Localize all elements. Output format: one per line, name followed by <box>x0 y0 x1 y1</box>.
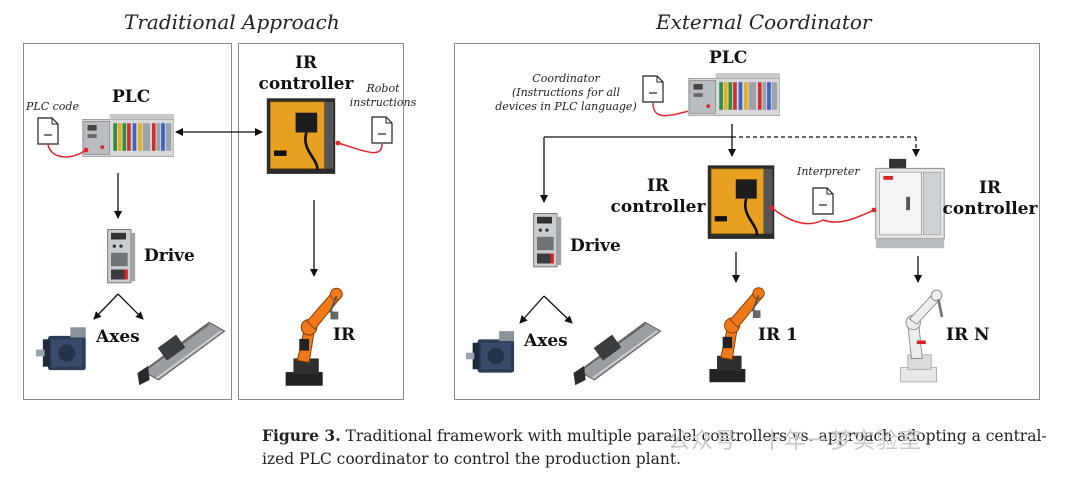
title-traditional: Traditional Approach <box>124 10 340 34</box>
label-ir-controller-right-2-l2: controller <box>942 199 1038 219</box>
label-ir-controller-right-1-l2: controller <box>610 197 706 217</box>
interpreter-doc-icon <box>812 187 834 215</box>
label-coordinator: Coordinator (Instructions for all device… <box>494 72 638 114</box>
frame-left-plc <box>23 43 232 400</box>
ir-controller-cabinet-right <box>706 163 776 241</box>
linear-axis-right <box>572 321 662 387</box>
frame-left-ir <box>238 43 404 400</box>
plc-device-left <box>82 113 174 157</box>
label-plc-code: PLC code <box>26 100 79 113</box>
figure-caption-line1: Figure 3. Traditional framework with mul… <box>262 424 1062 448</box>
label-drive-right: Drive <box>570 236 621 256</box>
coordinator-doc-icon <box>642 75 664 103</box>
figure-caption-label: Figure 3. <box>262 426 341 445</box>
plc-code-doc-icon <box>37 117 59 145</box>
label-coordinator-l2: (Instructions for all <box>511 86 621 99</box>
label-robot-instructions-l1: Robot <box>366 82 400 95</box>
drive-device-right <box>533 213 562 268</box>
label-interpreter: Interpreter <box>797 165 860 178</box>
linear-axis-left <box>136 321 226 387</box>
ir-controller-cabinet-left <box>265 96 337 176</box>
drive-device-left <box>107 229 136 284</box>
label-plc-right: PLC <box>709 48 748 68</box>
frame-right <box>454 43 1040 400</box>
title-external: External Coordinator <box>656 10 872 34</box>
label-ir-controller-left-l1: IR <box>294 53 318 73</box>
label-axes-right: Axes <box>524 331 568 351</box>
plc-device-right <box>688 72 780 116</box>
label-plc-left: PLC <box>112 87 151 107</box>
label-ir-controller-right-2-l1: IR <box>978 178 1002 198</box>
label-drive-left: Drive <box>144 246 195 266</box>
label-robot-instructions: Robot instructions <box>346 82 420 110</box>
label-ir-1: IR 1 <box>758 325 798 345</box>
label-robot-instructions-l2: instructions <box>349 96 417 109</box>
industrial-robot-n <box>899 288 944 384</box>
servo-motor-left <box>36 327 86 371</box>
figure-caption-text2: ized PLC coordinator to control the prod… <box>262 450 681 468</box>
label-axes-left: Axes <box>96 327 140 347</box>
label-ir-n: IR N <box>946 325 990 345</box>
figure-caption: Figure 3. Traditional framework with mul… <box>262 424 1062 471</box>
servo-motor-right <box>466 331 515 373</box>
industrial-robot-1 <box>708 286 766 384</box>
label-ir-left: IR <box>333 325 356 345</box>
figure-caption-text1: Traditional framework with multiple para… <box>345 427 1047 445</box>
label-coordinator-l1: Coordinator <box>532 72 600 85</box>
label-ir-controller-right-2: IR controller <box>942 178 1038 220</box>
robot-instructions-doc-icon <box>371 116 393 144</box>
watermark: 公众号 · 十年一梦实验室 <box>668 429 922 454</box>
label-ir-controller-left: IR controller <box>256 53 356 95</box>
label-ir-controller-left-l2: controller <box>258 74 354 94</box>
label-ir-controller-right-1-l1: IR <box>646 176 670 196</box>
label-coordinator-l3: devices in PLC language) <box>495 100 637 113</box>
ir-controller-cabinet-abb <box>875 158 945 249</box>
label-ir-controller-right-1: IR controller <box>610 176 706 218</box>
